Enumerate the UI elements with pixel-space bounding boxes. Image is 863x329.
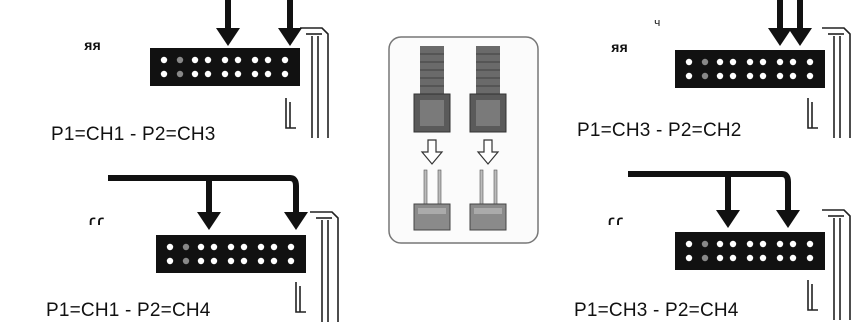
- config-top-left: ᴙᴙ: [84, 0, 329, 139]
- pin-header: [150, 48, 300, 86]
- board-label-glyph: ᴙᴙ: [84, 39, 101, 55]
- down-arrow-icon: [197, 178, 221, 230]
- caption-bottom-right: P1=CH3 - P2=CH4: [574, 300, 739, 321]
- connection-line: [628, 171, 791, 212]
- caption-top-right: P1=CH3 - P2=CH2: [577, 120, 742, 141]
- header-pins: [413, 169, 507, 231]
- down-arrow-icon: [788, 0, 812, 46]
- pin-header: [156, 235, 306, 273]
- hollow-down-arrow-icon: [476, 139, 500, 165]
- pin-header: [675, 232, 825, 270]
- down-arrow-icon: [768, 0, 792, 46]
- down-arrow-icon: [716, 174, 740, 228]
- down-arrow-icon: [216, 0, 240, 46]
- board-label-glyph: ч: [654, 18, 661, 30]
- config-top-right: ᴙᴙ ч: [611, 0, 851, 139]
- jumper-illustration: [388, 36, 539, 244]
- down-arrow-icon: [278, 0, 302, 46]
- down-arrow-icon: [776, 210, 800, 228]
- hollow-down-arrow-icon: [420, 139, 444, 165]
- config-bottom-left: ɾɾ: [88, 175, 339, 323]
- board-label-glyph: ᴙᴙ: [611, 41, 628, 57]
- jumper-cap: [413, 46, 451, 133]
- board-label-glyph: ɾɾ: [607, 214, 624, 230]
- config-bottom-right: ɾɾ: [607, 171, 851, 321]
- jumper-cap: [469, 46, 507, 133]
- pin-header: [675, 50, 825, 88]
- connection-line: [108, 175, 299, 214]
- caption-bottom-left: P1=CH1 - P2=CH4: [46, 300, 211, 321]
- caption-top-left: P1=CH1 - P2=CH3: [51, 124, 216, 145]
- board-label-glyph: ɾɾ: [88, 214, 105, 230]
- down-arrow-icon: [284, 212, 308, 230]
